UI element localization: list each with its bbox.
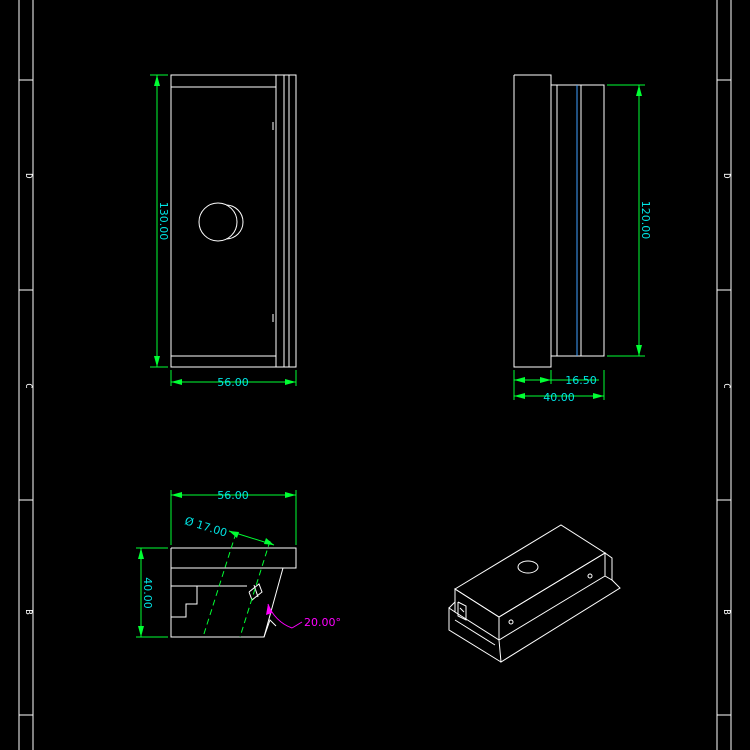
zone-label-right-2: C <box>721 383 731 388</box>
side-view <box>513 74 605 368</box>
side-step-label: 16.50 <box>565 374 597 387</box>
isometric-view <box>448 524 621 663</box>
iso-hole <box>517 560 539 574</box>
side-width-label: 40.00 <box>543 391 575 404</box>
section-height-dimension <box>136 547 168 638</box>
section-angle-label: 20.00° <box>304 616 341 629</box>
section-hole-dimension <box>228 530 275 546</box>
section-hole-label: Ø 17.00 <box>183 514 229 539</box>
zone-label-right-1: D <box>721 173 731 178</box>
front-hole <box>198 202 238 242</box>
front-width-dimension <box>170 370 297 386</box>
drawing-border <box>18 0 732 750</box>
side-height-dimension <box>607 84 645 357</box>
section-angle-dimension <box>266 603 303 629</box>
section-width-dimension <box>170 490 297 545</box>
side-height-label: 120.00 <box>639 201 652 240</box>
front-height-label: 130.00 <box>157 202 170 241</box>
side-width-dimension <box>514 370 605 400</box>
side-step-dimension <box>513 370 599 400</box>
front-view <box>170 74 297 368</box>
zone-label-right-3: B <box>721 609 731 614</box>
section-height-label: 40.00 <box>141 577 154 609</box>
section-view <box>170 532 297 638</box>
zone-label-left-2: C <box>23 383 33 388</box>
front-width-label: 56.00 <box>217 376 249 389</box>
zone-label-left-1: D <box>23 173 33 178</box>
zone-label-left-3: B <box>23 609 33 614</box>
section-width-label: 56.00 <box>217 489 249 502</box>
front-height-dimension <box>150 74 168 368</box>
